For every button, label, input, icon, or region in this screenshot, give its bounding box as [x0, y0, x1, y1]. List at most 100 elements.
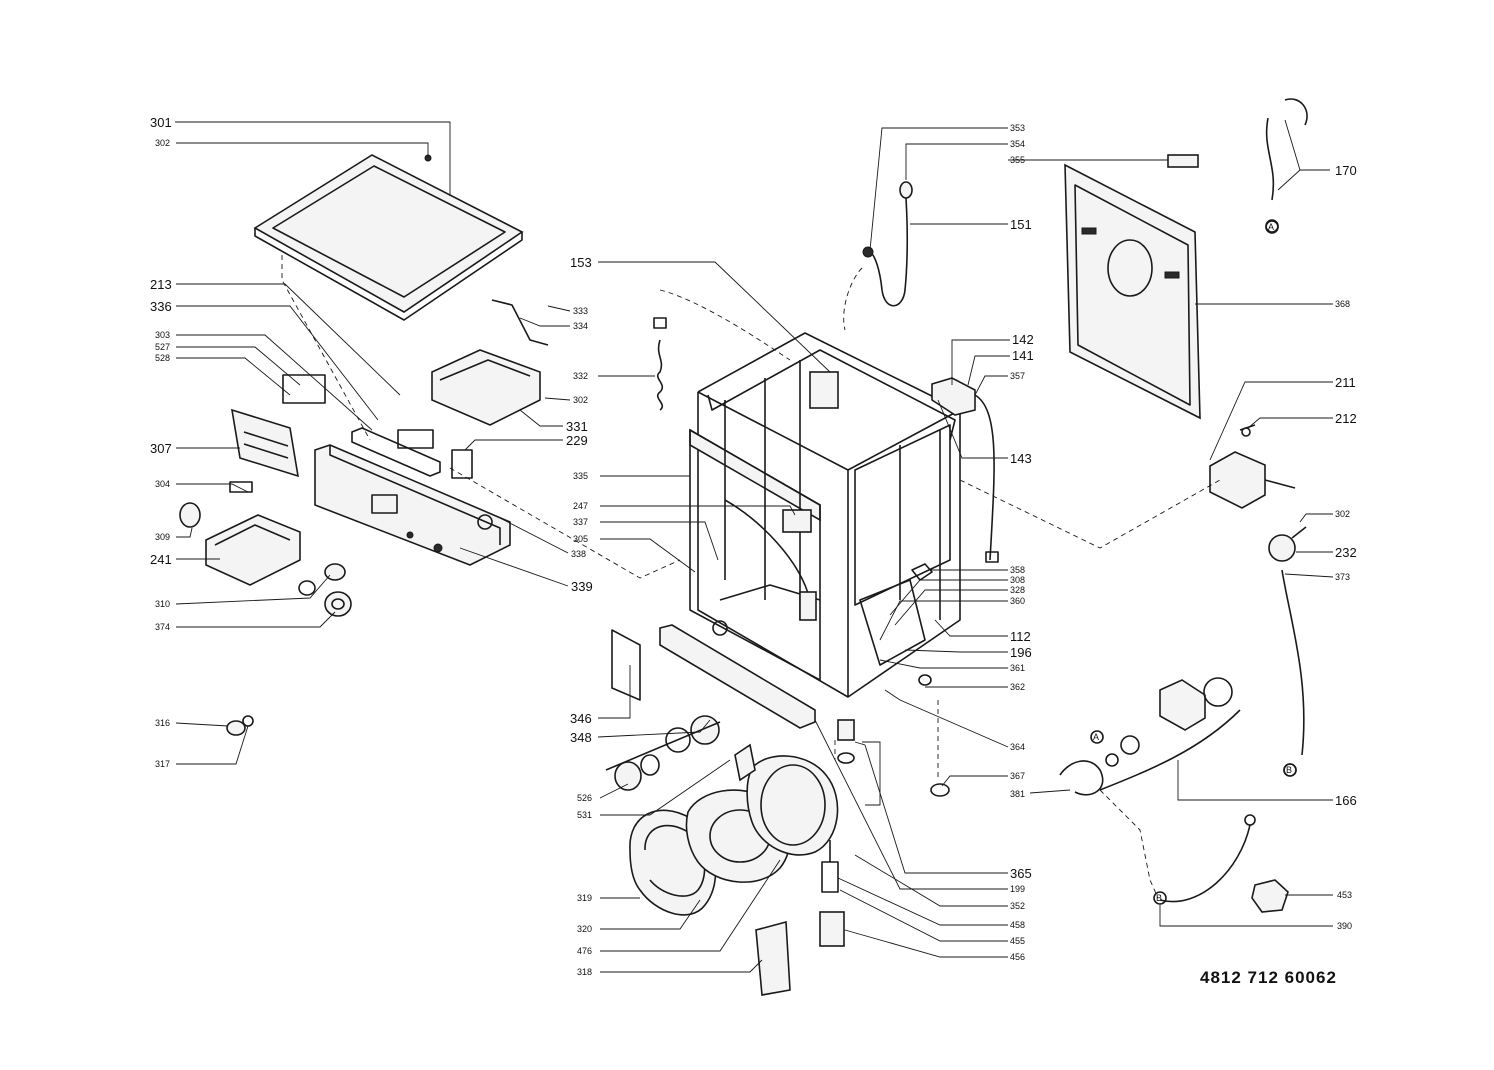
callout-320: 320	[577, 924, 592, 934]
callout-328: 328	[1010, 585, 1025, 595]
pcb-parts-small	[859, 563, 933, 666]
dashed-connections	[281, 255, 1221, 899]
marker-a-circle	[1265, 220, 1279, 234]
callout-348: 348	[570, 730, 592, 745]
drain-hose-part	[1265, 98, 1308, 233]
leader-lines	[175, 119, 1334, 973]
callout-339: 339	[571, 579, 593, 594]
callout-354: 354	[1010, 139, 1025, 149]
cabinet-bottom-parts	[611, 624, 950, 797]
callout-303: 303	[155, 330, 170, 340]
callout-332: 332	[573, 371, 588, 381]
callout-229: 229	[566, 433, 588, 448]
callout-526: 526	[577, 793, 592, 803]
callout-357: 357	[1010, 371, 1025, 381]
callout-333: 333	[573, 306, 588, 316]
motor-capacitor-part	[1209, 424, 1296, 509]
callout-373: 373	[1335, 572, 1350, 582]
callout-346: 346	[570, 711, 592, 726]
callout-358: 358	[1010, 565, 1025, 575]
callout-141: 141	[1012, 348, 1034, 363]
top-cover-part	[253, 154, 524, 321]
callout-455: 455	[1010, 936, 1025, 946]
callout-153: 153	[570, 255, 592, 270]
inlet-hose-part	[862, 154, 1199, 307]
callout-365: 365	[1010, 866, 1032, 881]
valve-parts	[931, 377, 999, 563]
callout-336: 336	[150, 299, 172, 314]
cabinet-frame-part	[689, 332, 961, 698]
marker-a: A	[1268, 222, 1274, 232]
callout-338: 338	[571, 549, 586, 559]
callout-302c: 302	[1335, 509, 1350, 519]
marker-b2: B	[1156, 893, 1162, 903]
back-panel-part	[1064, 163, 1201, 420]
callout-301: 301	[150, 115, 172, 130]
callout-335: 335	[573, 471, 588, 481]
callout-199: 199	[1010, 884, 1025, 894]
callout-196: 196	[1010, 645, 1032, 660]
callout-334: 334	[573, 321, 588, 331]
callout-528: 528	[155, 353, 170, 363]
callout-331: 331	[566, 419, 588, 434]
callout-476: 476	[577, 946, 592, 956]
callout-213: 213	[150, 277, 172, 292]
callout-211: 211	[1335, 375, 1356, 390]
callout-309: 309	[155, 532, 170, 542]
callout-labels: 301 302 213 336 303 527 528 307 304 309 …	[150, 115, 1357, 977]
callout-302: 302	[155, 138, 170, 148]
callout-352: 352	[1010, 901, 1025, 911]
callout-362: 362	[1010, 682, 1025, 692]
callout-308: 308	[1010, 575, 1025, 585]
callout-355: 355	[1010, 155, 1025, 165]
door-lock-parts	[819, 840, 845, 947]
callout-337: 337	[573, 517, 588, 527]
spring-part	[653, 317, 667, 411]
callout-166: 166	[1335, 793, 1357, 808]
pump-assembly-part	[1059, 677, 1241, 796]
marker-a2: A	[1093, 732, 1099, 742]
callout-527: 527	[155, 342, 170, 352]
callout-360: 360	[1010, 596, 1025, 606]
callout-531: 531	[577, 810, 592, 820]
dispenser-drawer-part	[179, 481, 301, 586]
small-bracket-part	[282, 374, 326, 404]
pcb-module-part	[431, 299, 549, 479]
callout-241: 241	[150, 552, 172, 567]
callout-142: 142	[1012, 332, 1034, 347]
panel-bracket-part	[351, 427, 441, 477]
callout-316: 316	[155, 718, 170, 728]
callout-307: 307	[150, 441, 172, 456]
callout-364: 364	[1010, 742, 1025, 752]
callout-317: 317	[155, 759, 170, 769]
callout-305: 305	[573, 534, 588, 544]
callout-368: 368	[1335, 299, 1350, 309]
outlet-hose-part	[1159, 814, 1289, 913]
callout-143: 143	[1010, 451, 1032, 466]
marker-a2-circle	[1090, 730, 1104, 744]
callout-367: 367	[1010, 771, 1025, 781]
callout-361: 361	[1010, 663, 1025, 673]
callout-390: 390	[1337, 921, 1352, 931]
knob-parts	[226, 563, 352, 736]
marker-b2-circle	[1153, 891, 1167, 905]
marker-b: B	[1286, 765, 1292, 775]
callout-304: 304	[155, 479, 170, 489]
document-number: 4812 712 60062	[1200, 968, 1337, 987]
callout-232: 232	[1335, 545, 1357, 560]
callout-381: 381	[1010, 789, 1025, 799]
marker-b-circle	[1283, 763, 1297, 777]
door-assembly-parts	[605, 715, 839, 996]
control-panel-part	[314, 444, 511, 566]
callout-374: 374	[155, 622, 170, 632]
callout-212: 212	[1335, 411, 1357, 426]
callout-353: 353	[1010, 123, 1025, 133]
callout-453: 453	[1337, 890, 1352, 900]
callout-319: 319	[577, 893, 592, 903]
callout-151: 151	[1010, 217, 1032, 232]
callout-458: 458	[1010, 920, 1025, 930]
programme-label-part	[230, 408, 300, 478]
callout-318: 318	[577, 967, 592, 977]
connection-markers: A A B B	[1090, 220, 1297, 905]
